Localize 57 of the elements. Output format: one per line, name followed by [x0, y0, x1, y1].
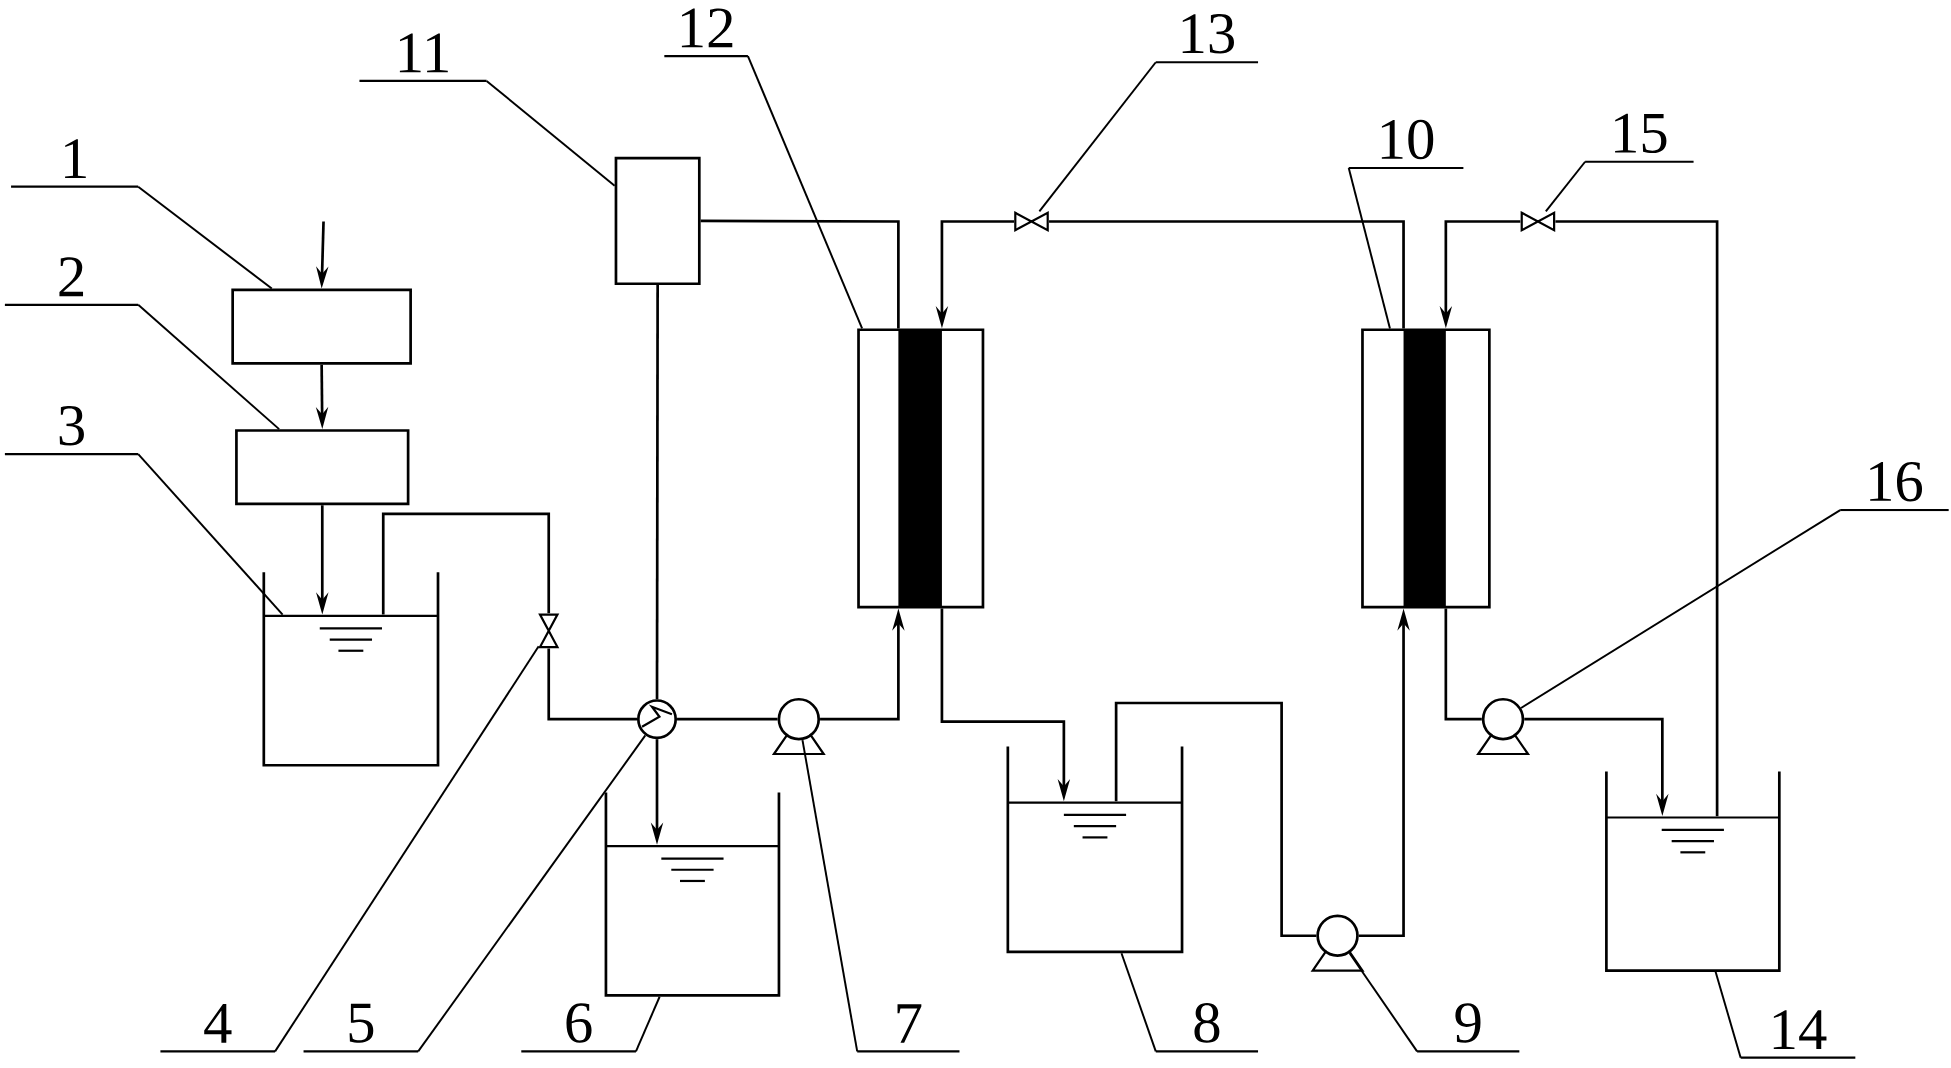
callout-number: 14 — [1740, 1010, 1856, 1059]
pipe-line — [547, 648, 637, 721]
pump-symbol — [1310, 914, 1365, 972]
leader-line — [137, 304, 281, 431]
membrane-module — [857, 328, 985, 609]
leader-line — [1348, 952, 1419, 1053]
leader-line — [1520, 509, 1842, 710]
pipe-line — [1555, 220, 1719, 817]
heat-exchanger-symbol — [637, 699, 678, 740]
callout-number: 10 — [1348, 119, 1464, 170]
pipe-line — [1049, 220, 1405, 329]
valve-symbol — [538, 613, 560, 649]
pump-symbol — [1476, 698, 1531, 756]
leader-line — [1038, 61, 1157, 213]
leader-line — [485, 80, 616, 187]
callout-number: 13 — [1155, 14, 1259, 64]
leader-line — [274, 645, 540, 1053]
callout-number: 2 — [4, 257, 139, 307]
tank — [1605, 771, 1781, 973]
callout-number: 4 — [160, 1004, 276, 1053]
leader-line — [801, 739, 859, 1053]
process-box — [235, 429, 410, 506]
leader-line — [746, 55, 864, 330]
leader-line — [1120, 952, 1157, 1053]
process-box — [614, 156, 701, 286]
leader-line — [1544, 160, 1587, 213]
callout-number: 15 — [1585, 113, 1694, 164]
callout-number: 1 — [11, 139, 139, 188]
callout-number: 11 — [359, 33, 487, 83]
tank — [262, 572, 440, 767]
callout-number: 9 — [1417, 1003, 1520, 1053]
leader-line — [1347, 167, 1391, 330]
pipe-line — [677, 718, 778, 721]
leader-line — [417, 734, 647, 1053]
leader-line — [137, 453, 284, 616]
process-box — [231, 288, 412, 365]
callout-number: 12 — [664, 8, 748, 58]
callout-number: 6 — [521, 1003, 636, 1053]
tank — [1006, 746, 1184, 954]
callout-number: 8 — [1155, 1003, 1259, 1053]
valve-symbol — [1014, 211, 1049, 233]
callout-number: 3 — [4, 406, 139, 456]
pipe-line — [1114, 701, 1317, 938]
leader-line — [634, 996, 661, 1053]
valve-symbol — [1520, 211, 1556, 233]
pipe-line — [655, 285, 659, 700]
leader-line — [137, 185, 273, 290]
pipe-line — [381, 512, 551, 615]
tank — [604, 792, 781, 997]
pipe-line — [700, 219, 900, 329]
callout-number: 16 — [1840, 462, 1949, 512]
callout-number: 5 — [303, 1003, 419, 1053]
leader-line — [1714, 971, 1742, 1059]
pipe-line — [1444, 608, 1482, 721]
membrane-module — [1361, 328, 1491, 609]
callout-number: 7 — [857, 1004, 960, 1053]
pump-symbol — [771, 698, 826, 756]
